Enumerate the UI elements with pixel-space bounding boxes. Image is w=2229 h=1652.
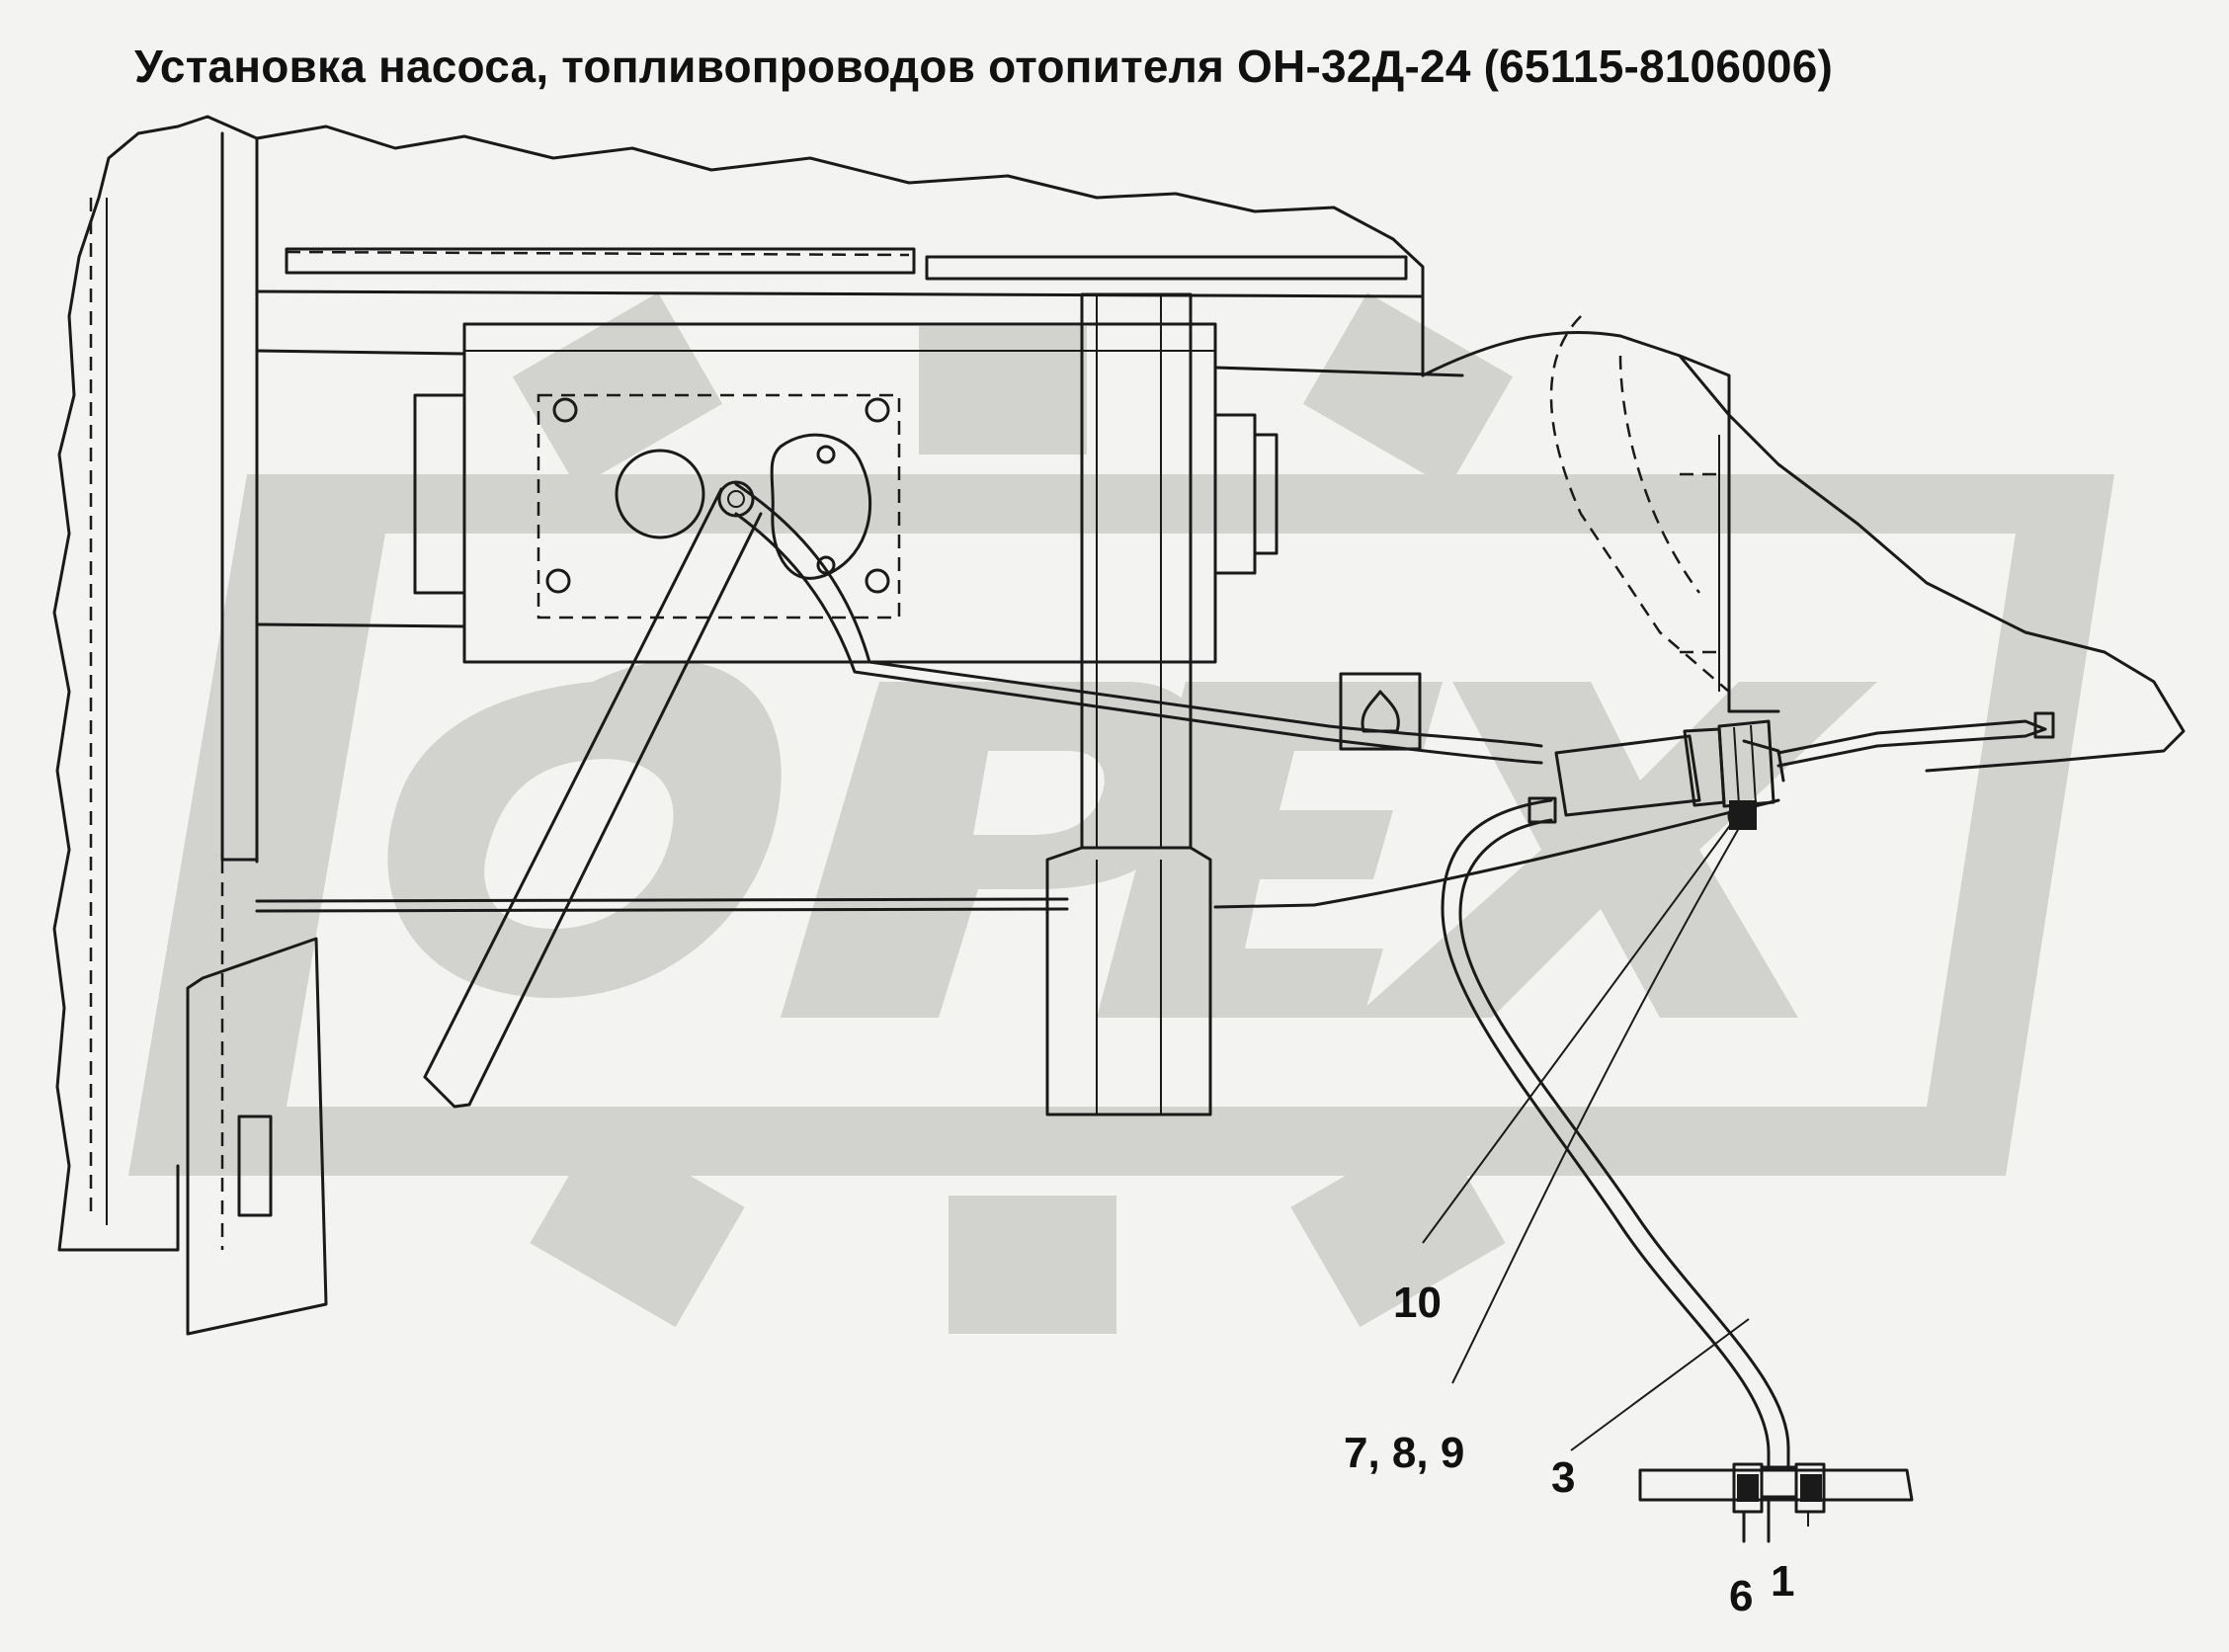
- callout-1: 1: [1771, 1557, 1794, 1606]
- frame-rails: [255, 247, 1780, 913]
- callout-3: 3: [1551, 1453, 1575, 1502]
- callout-10: 10: [1393, 1279, 1442, 1327]
- exhaust-pipe: [423, 487, 763, 1109]
- watermark-letters: [387, 660, 1877, 1018]
- page-title: Установка насоса, топливопроводов отопит…: [134, 41, 1833, 92]
- cab-outline: [52, 115, 1425, 1336]
- leader-lines: [1422, 819, 1750, 1451]
- tank-tap: [1638, 1462, 1914, 1543]
- watermark-logo: [128, 292, 2114, 1334]
- vertical-member: [1045, 292, 1212, 1116]
- fuel-line-upper: [734, 482, 1543, 765]
- callout-7-8-9: 7, 8, 9: [1344, 1429, 1464, 1477]
- callout-6: 6: [1729, 1572, 1753, 1620]
- fuel-pump: [1554, 711, 2055, 830]
- heater-body: [413, 322, 1279, 664]
- callouts: 10 7, 8, 9 3 6 1: [1344, 1279, 1794, 1620]
- right-fender: [1421, 315, 2186, 773]
